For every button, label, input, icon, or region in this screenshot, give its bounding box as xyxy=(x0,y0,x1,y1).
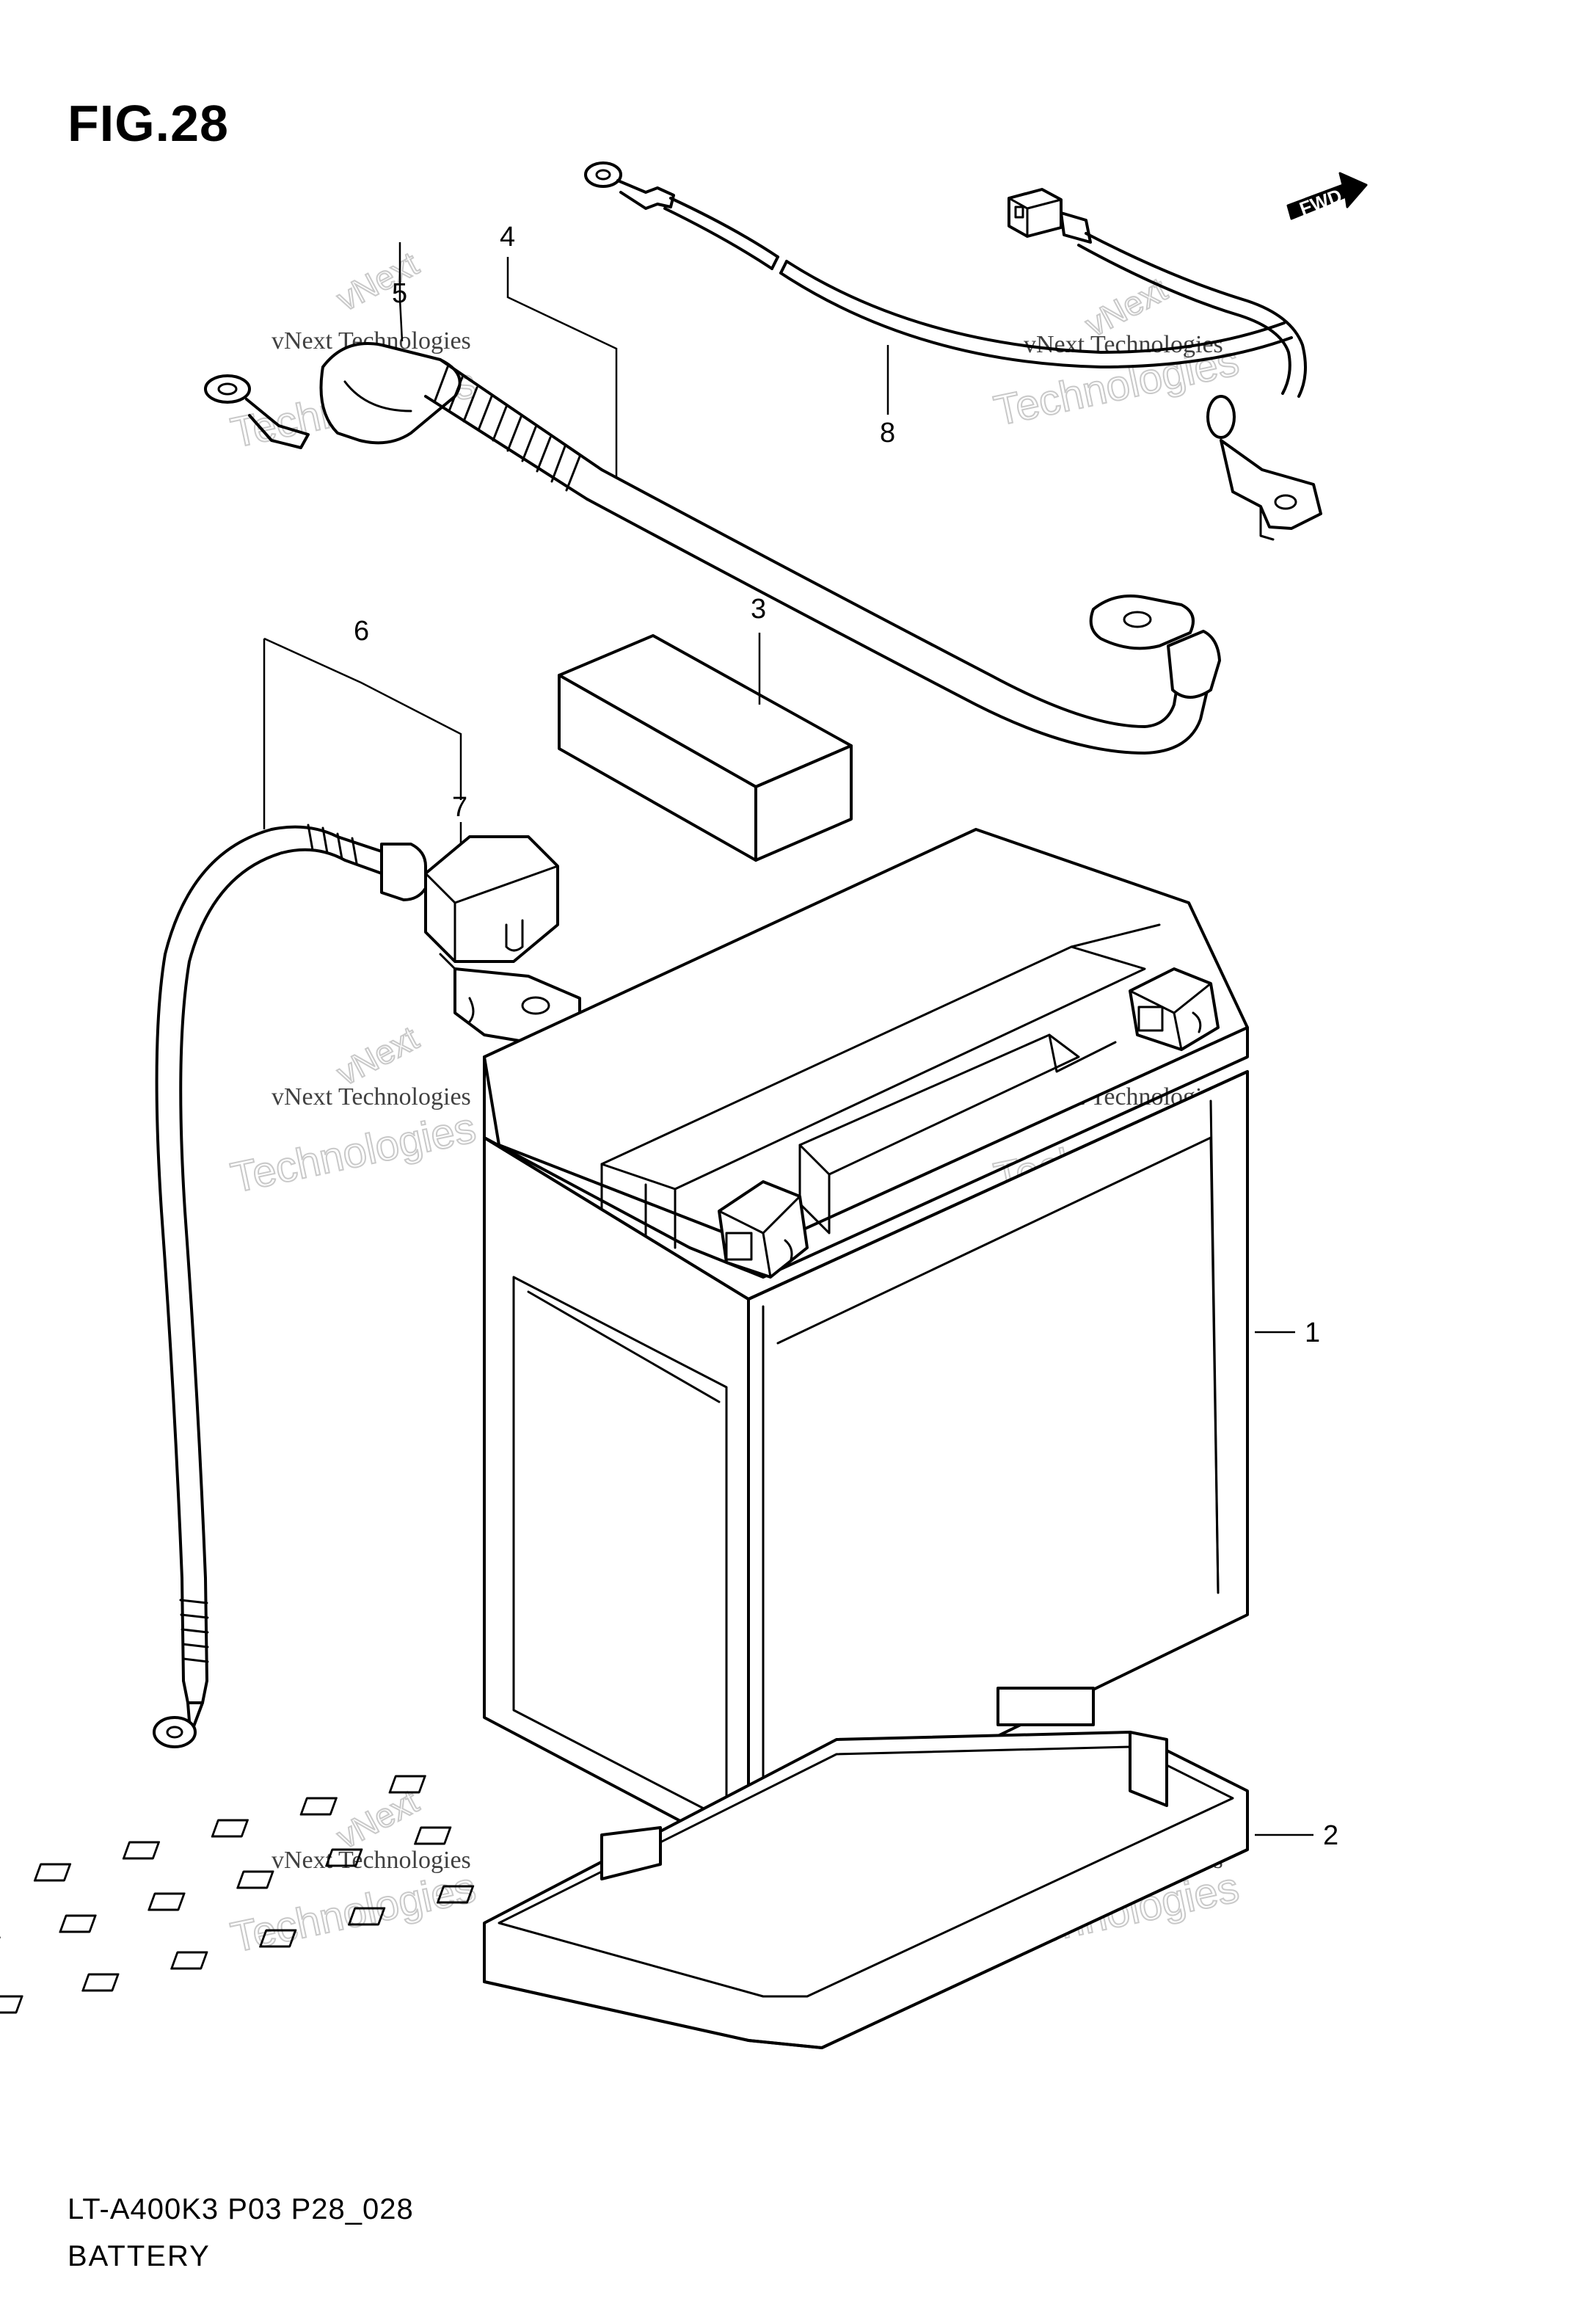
callout-3: 3 xyxy=(751,594,766,705)
svg-text:8: 8 xyxy=(880,418,895,448)
battery xyxy=(483,828,1249,1858)
svg-text:1: 1 xyxy=(1305,1317,1320,1348)
callout-2: 2 xyxy=(1255,1820,1338,1851)
watermark-vnext: vNext xyxy=(330,1019,424,1093)
watermark-text: vNext Technologies xyxy=(272,1847,471,1874)
svg-text:3: 3 xyxy=(751,594,766,625)
figure-title: FIG.28 xyxy=(68,95,229,152)
svg-text:6: 6 xyxy=(354,616,369,647)
callout-7: 7 xyxy=(452,792,467,844)
watermark-text: vNext Technologies xyxy=(1024,331,1223,358)
svg-text:2: 2 xyxy=(1323,1820,1338,1851)
fwd-label: FWD xyxy=(1297,184,1345,219)
callout-6: 6 xyxy=(263,616,462,829)
callout-group: 1 2 3 4 5 6 7 xyxy=(263,222,1338,1851)
terminal-cover xyxy=(424,835,581,1044)
svg-text:4: 4 xyxy=(500,222,515,252)
tray-slots xyxy=(0,1775,475,2014)
figure-name: BATTERY xyxy=(68,2240,211,2272)
svg-text:7: 7 xyxy=(452,792,467,823)
positive-cable-assembly xyxy=(204,342,1221,755)
negative-cable-assembly xyxy=(153,824,427,1748)
callout-4: 4 xyxy=(500,222,618,477)
watermark-technologies: Technologies xyxy=(227,1104,480,1202)
callout-8: 8 xyxy=(880,345,895,448)
watermark-text: vNext Technologies xyxy=(272,1083,471,1110)
callout-5: 5 xyxy=(392,242,407,342)
callout-1: 1 xyxy=(1255,1317,1320,1348)
watermark-mid-left: vNext Technologies vNext Technologies xyxy=(226,1018,481,1203)
forward-arrow-icon: FWD xyxy=(1286,172,1368,220)
figure-code: LT-A400K3 P03 P28_028 xyxy=(68,2193,414,2225)
watermark-vnext: vNext xyxy=(330,244,424,319)
svg-text:5: 5 xyxy=(392,278,407,309)
battery-tray xyxy=(0,1687,1249,2049)
battery-pad xyxy=(558,634,853,862)
ground-wire-lead xyxy=(584,161,1322,541)
